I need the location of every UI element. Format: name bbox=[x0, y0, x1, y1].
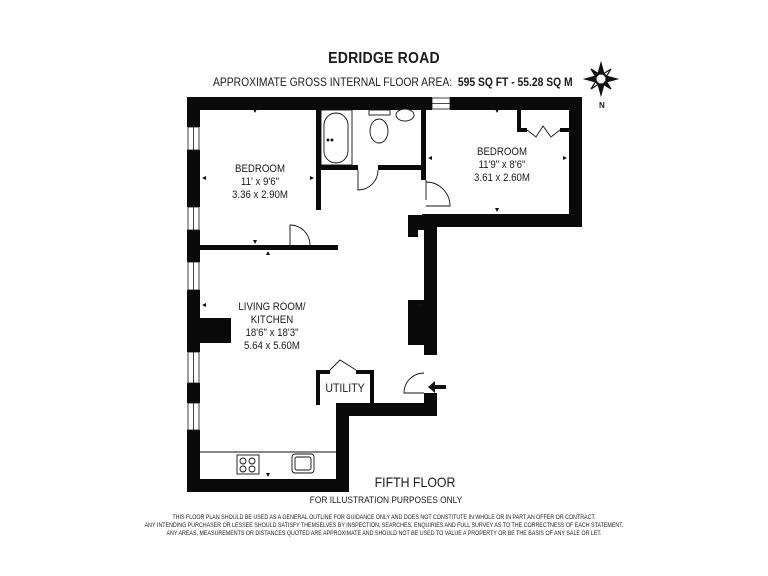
entrance-door bbox=[403, 372, 425, 394]
area-sqm: 55.28 SQ M bbox=[517, 75, 573, 89]
basin-icon bbox=[395, 108, 415, 122]
room-name: LIVING ROOM/ bbox=[238, 301, 306, 313]
area-separator: - bbox=[511, 75, 515, 89]
room-size-metric: 5.64 x 5.60M bbox=[244, 340, 300, 352]
room-name: BEDROOM bbox=[234, 163, 286, 175]
room-label-bedroom-1: BEDROOM 11' x 9'6" 3.36 x 2.90M bbox=[225, 163, 295, 202]
room-label-bedroom-2: BEDROOM 11'9" x 8'6" 3.61 x 2.60M bbox=[462, 146, 541, 185]
entrance-arrow-icon bbox=[428, 381, 446, 393]
disclaimer-line: ANY AREAS, MEASUREMENTS OR DISTANCES QUO… bbox=[166, 530, 602, 537]
bedroom2-door bbox=[425, 180, 451, 207]
room-size-imperial: 11'9" x 8'6" bbox=[478, 159, 526, 171]
room-label-utility: UTILITY bbox=[325, 381, 365, 395]
room-label-living-kitchen: LIVING ROOM/ KITCHEN 18'6" x 18'3" 5.64 … bbox=[228, 301, 316, 353]
disclaimer-line: THIS FLOOR PLAN SHOULD BE USED AS A GENE… bbox=[172, 514, 596, 521]
bedroom1-door bbox=[289, 224, 311, 246]
toilet-icon bbox=[369, 118, 389, 144]
room-size-imperial: 18'6" x 18'3" bbox=[245, 327, 299, 339]
area-sqft: 595 SQ FT bbox=[457, 75, 509, 89]
compass-rose-icon bbox=[582, 60, 620, 98]
utility-door bbox=[329, 359, 357, 371]
north-label: N bbox=[599, 101, 605, 110]
room-name-line2: KITCHEN bbox=[250, 314, 294, 326]
wardrobe-doors bbox=[526, 125, 561, 138]
measure-markers bbox=[202, 109, 567, 477]
doors bbox=[289, 125, 561, 394]
toilet-cistern bbox=[368, 109, 391, 116]
room-size-metric: 3.61 x 2.60M bbox=[474, 172, 530, 184]
area-label: APPROXIMATE GROSS INTERNAL FLOOR AREA: bbox=[213, 75, 453, 89]
room-size-metric: 3.36 x 2.90M bbox=[232, 189, 288, 201]
page-title: EDRIDGE ROAD bbox=[328, 50, 440, 67]
floor-area-line: APPROXIMATE GROSS INTERNAL FLOOR AREA: 5… bbox=[213, 75, 573, 89]
illustration-note: FOR ILLUSTRATION PURPOSES ONLY bbox=[309, 495, 463, 506]
walls bbox=[187, 97, 582, 492]
bathroom-door bbox=[357, 169, 379, 191]
room-name: BEDROOM bbox=[476, 146, 528, 158]
bath-icon bbox=[323, 112, 349, 164]
disclaimer: THIS FLOOR PLAN SHOULD BE USED AS A GENE… bbox=[100, 514, 668, 538]
room-size-imperial: 11' x 9'6" bbox=[240, 176, 280, 188]
floor-label: FIFTH FLOOR bbox=[374, 474, 456, 490]
disclaimer-line: ANY INTENDING PURCHASER OR LESSEE SHOULD… bbox=[144, 522, 624, 529]
hob-icon bbox=[236, 454, 260, 475]
windows bbox=[187, 97, 451, 431]
